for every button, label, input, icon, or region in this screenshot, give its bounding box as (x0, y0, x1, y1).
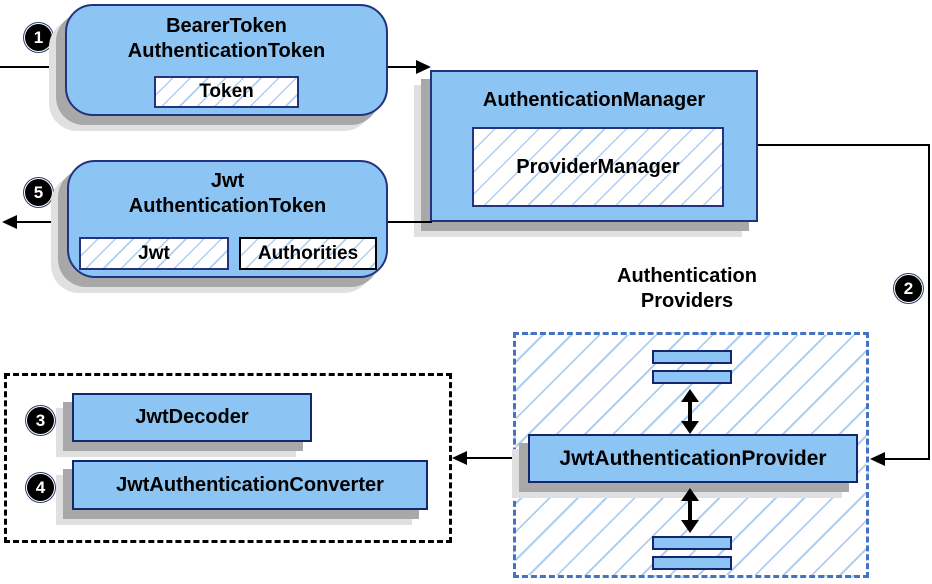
flow-line-manager-to-jwt-token (388, 221, 432, 223)
chip-token-label: Token (199, 81, 254, 102)
node-bearer-token-authentication-token: BearerToken AuthenticationToken Token (65, 4, 388, 116)
decoder-converter-group-box (4, 373, 452, 543)
chip-authorities: Authorities (239, 237, 377, 270)
bidirectional-arrow-bottom-head-down (681, 520, 699, 533)
providers-group-label-line2: Providers (640, 290, 734, 312)
arrowhead-bearer-to-manager (416, 60, 431, 74)
node-authentication-manager: AuthenticationManager ProviderManager (430, 70, 758, 222)
arrowhead-response-out (2, 215, 17, 229)
step-badge-5-label: 5 (33, 182, 44, 202)
flow-line-provider-to-converter-group (466, 457, 528, 459)
providers-group-label: Authentication Providers (585, 264, 789, 314)
step-badge-1: 1 (25, 24, 52, 51)
bidirectional-arrow-bottom-head-up (681, 488, 699, 501)
node-jwt-decoder: JwtDecoder (72, 393, 312, 442)
node-jwt-authentication-converter: JwtAuthenticationConverter (72, 460, 428, 510)
step-badge-1-label: 1 (33, 27, 44, 47)
node-jwt-authentication-token-title-line2: AuthenticationToken (128, 195, 327, 217)
node-jwt-authentication-token-title-line1: Jwt (210, 170, 245, 192)
step-badge-4-label: 4 (35, 477, 46, 497)
flow-line-right-vertical (928, 144, 930, 459)
step-badge-2-label: 2 (903, 278, 914, 298)
bidirectional-arrow-top-head-up (681, 389, 699, 402)
chip-jwt: Jwt (79, 237, 229, 270)
step-badge-2: 2 (895, 275, 922, 302)
flow-line-request-in (0, 66, 65, 68)
arrowhead-provider-to-converter-group (452, 451, 467, 465)
node-jwt-authentication-provider: JwtAuthenticationProvider (528, 434, 858, 483)
node-jwt-authentication-converter-title: JwtAuthenticationConverter (116, 473, 384, 496)
provider-stack-bottom-bar-2 (652, 556, 732, 570)
bidirectional-arrow-top-shaft (688, 402, 692, 421)
node-jwt-authentication-provider-title: JwtAuthenticationProvider (559, 446, 827, 470)
provider-stack-top-bar-1 (652, 350, 732, 364)
bidirectional-arrow-bottom (681, 488, 699, 533)
arrowhead-into-provider (870, 452, 885, 466)
chip-authorities-label: Authorities (257, 242, 359, 264)
flow-line-response-out (14, 221, 67, 223)
chip-provider-manager-label: ProviderManager (516, 155, 680, 178)
bidirectional-arrow-bottom-shaft (688, 501, 692, 520)
bidirectional-arrow-top-head-down (681, 421, 699, 434)
node-bearer-token-title-line2: AuthenticationToken (127, 40, 326, 62)
flow-line-bearer-to-manager (388, 66, 418, 68)
step-badge-3-label: 3 (35, 410, 46, 430)
node-authentication-manager-title-wrap: AuthenticationManager (432, 72, 756, 113)
node-jwt-authentication-token-title: Jwt AuthenticationToken (69, 162, 386, 219)
provider-stack-top-bar-2 (652, 370, 732, 384)
providers-group-label-line1: Authentication (617, 265, 757, 287)
node-bearer-token-title-line1: BearerToken (166, 15, 287, 37)
node-bearer-token-title: BearerToken AuthenticationToken (67, 6, 386, 64)
step-badge-4: 4 (27, 474, 54, 501)
bidirectional-arrow-top (681, 389, 699, 434)
flow-line-manager-right (758, 144, 930, 146)
node-jwt-authentication-token: Jwt AuthenticationToken Jwt Authorities (67, 160, 388, 278)
chip-token: Token (154, 76, 299, 108)
provider-stack-bottom-bar-1 (652, 536, 732, 550)
step-badge-3: 3 (27, 407, 54, 434)
flow-line-into-provider (884, 458, 930, 460)
step-badge-5: 5 (25, 179, 52, 206)
node-authentication-manager-title: AuthenticationManager (482, 89, 706, 111)
node-jwt-decoder-title: JwtDecoder (135, 406, 249, 428)
chip-provider-manager: ProviderManager (472, 127, 724, 207)
chip-jwt-label: Jwt (138, 242, 170, 264)
